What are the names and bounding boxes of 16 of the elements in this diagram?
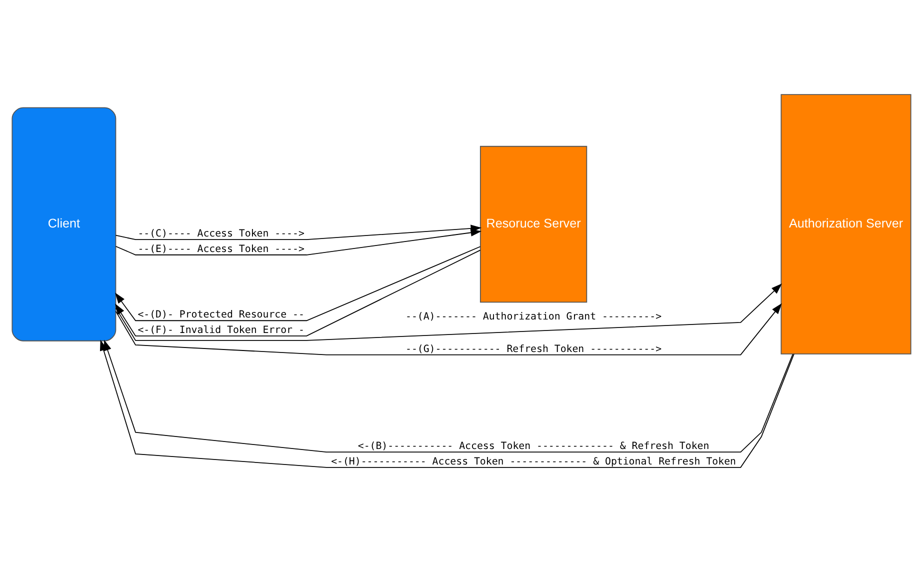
arrow [115, 303, 782, 356]
arrow [115, 246, 481, 322]
edge-label: --(C)---- Access Token ----> [138, 228, 304, 240]
arrow [115, 284, 782, 341]
node-box: Client [12, 107, 116, 342]
edge-label: --(G)----------- Refresh Token -----------> [406, 344, 662, 355]
edge-label: --(E)---- Access Token ----> [138, 244, 304, 256]
edge-label: <-(H)----------- Access Token ------------- & Optional Refresh Token [331, 456, 736, 468]
edge-label: --(A)------- Authorization Grant ---------> [406, 312, 662, 323]
edge-label: <-(D)- Protected Resource -- [138, 310, 304, 321]
edge-label: <-(B)----------- Access Token ------------- & Refresh Token [358, 441, 710, 452]
node-box: Resoruce Server [480, 146, 588, 303]
node-box: Authorization Server [780, 94, 912, 354]
arrow [115, 228, 482, 256]
arrow [115, 250, 481, 336]
edge-label: <-(F)- Invalid Token Error - [138, 325, 304, 336]
